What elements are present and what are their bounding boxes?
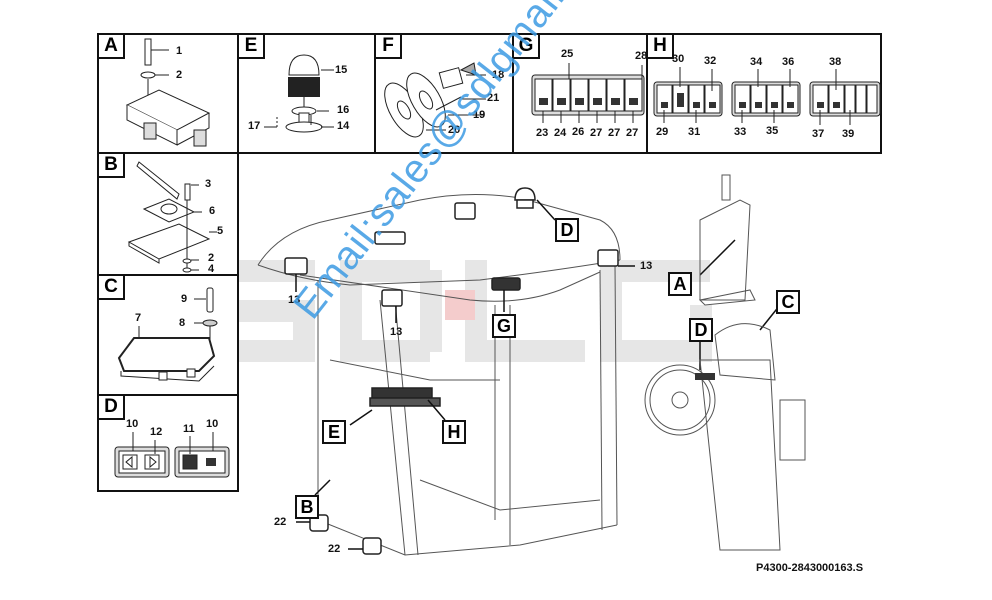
- panel-a: A 1 2: [97, 33, 239, 154]
- switch-panel-h-drawing: [653, 67, 881, 125]
- part-number: 18: [492, 69, 505, 81]
- callout-g: G: [492, 314, 516, 338]
- panel-label: G: [512, 33, 540, 59]
- panel-d: D 10 12 11 10: [97, 394, 239, 492]
- panel-label: D: [97, 394, 125, 420]
- part-number: 14: [337, 120, 350, 132]
- panel-b: B 3 6 5 2 4: [97, 152, 239, 276]
- panel-label: F: [374, 33, 402, 59]
- control-unit-drawing: [125, 38, 211, 147]
- part-number: 37: [812, 128, 825, 140]
- part-number: 8: [179, 317, 186, 329]
- part-number: 13: [288, 294, 301, 306]
- panel-label: B: [97, 152, 125, 178]
- horn-drawing: [384, 62, 486, 138]
- part-number: 4: [208, 263, 215, 275]
- part-number: 12: [150, 426, 163, 438]
- part-number: 20: [448, 124, 461, 136]
- part-number: 25: [561, 48, 574, 60]
- part-number: 3: [205, 178, 212, 190]
- part-number: 9: [181, 293, 188, 305]
- part-number: 27: [608, 127, 621, 139]
- callout-b: B: [295, 495, 319, 519]
- part-number: 13: [640, 260, 653, 272]
- part-number: 19: [473, 109, 486, 121]
- part-number: 36: [782, 56, 795, 68]
- beacon-drawing: [264, 54, 334, 133]
- part-number: 33: [734, 126, 747, 138]
- panel-label: C: [97, 274, 125, 300]
- document-id: P4300-2843000163.S: [756, 562, 864, 574]
- part-number: 6: [209, 205, 216, 217]
- part-number: 11: [183, 423, 195, 435]
- part-number: 10: [206, 418, 219, 430]
- panel-c: C 9 7 8: [97, 274, 239, 396]
- switch-panel-d-drawing: [114, 432, 230, 478]
- callout-d-beacon: D: [555, 218, 579, 242]
- part-number: 24: [554, 127, 567, 139]
- panel-label: E: [237, 33, 265, 59]
- part-number: 16: [337, 104, 350, 116]
- part-number: 2: [176, 69, 183, 81]
- instrument-cover-drawing: [117, 287, 218, 382]
- panel-e: E 15 16 17 14: [237, 33, 376, 154]
- part-number: 22: [328, 543, 341, 555]
- panel-f: F 18 21 19 20: [374, 33, 514, 154]
- part-number: 38: [829, 56, 842, 68]
- part-number: 34: [750, 56, 763, 68]
- part-number: 7: [135, 312, 142, 324]
- callout-h: H: [442, 420, 466, 444]
- panel-g: G 25 28 23 24 26 27 27 27: [512, 33, 648, 154]
- part-number: 28: [635, 50, 648, 62]
- part-number: 10: [126, 418, 139, 430]
- part-number: 1: [176, 45, 183, 57]
- part-number: 2: [208, 252, 215, 264]
- part-number: 27: [590, 127, 603, 139]
- callout-a: A: [668, 272, 692, 296]
- part-number: 13: [390, 326, 403, 338]
- part-number: 26: [572, 126, 585, 138]
- part-number: 17: [248, 120, 261, 132]
- panel-label: A: [97, 33, 125, 59]
- part-number: 35: [766, 125, 779, 137]
- part-number: 32: [704, 55, 717, 67]
- part-number: 29: [656, 126, 669, 138]
- part-number: 21: [487, 92, 500, 104]
- panel-label: H: [646, 33, 674, 59]
- part-number: 39: [842, 128, 855, 140]
- pedal-drawing: [127, 161, 217, 273]
- part-number: 31: [688, 126, 701, 138]
- callout-d-console: D: [689, 318, 713, 342]
- part-number: 5: [217, 225, 224, 237]
- callout-e: E: [322, 420, 346, 444]
- part-number: 23: [536, 127, 549, 139]
- part-number: 15: [335, 64, 348, 76]
- part-number: 30: [672, 53, 685, 65]
- panel-h: H 30 32 34 36 38 29 31 33 35 37 39: [646, 33, 882, 154]
- callout-c: C: [776, 290, 800, 314]
- part-number: 22: [274, 516, 287, 528]
- switch-panel-g-drawing: [531, 63, 645, 123]
- part-number: 27: [626, 127, 639, 139]
